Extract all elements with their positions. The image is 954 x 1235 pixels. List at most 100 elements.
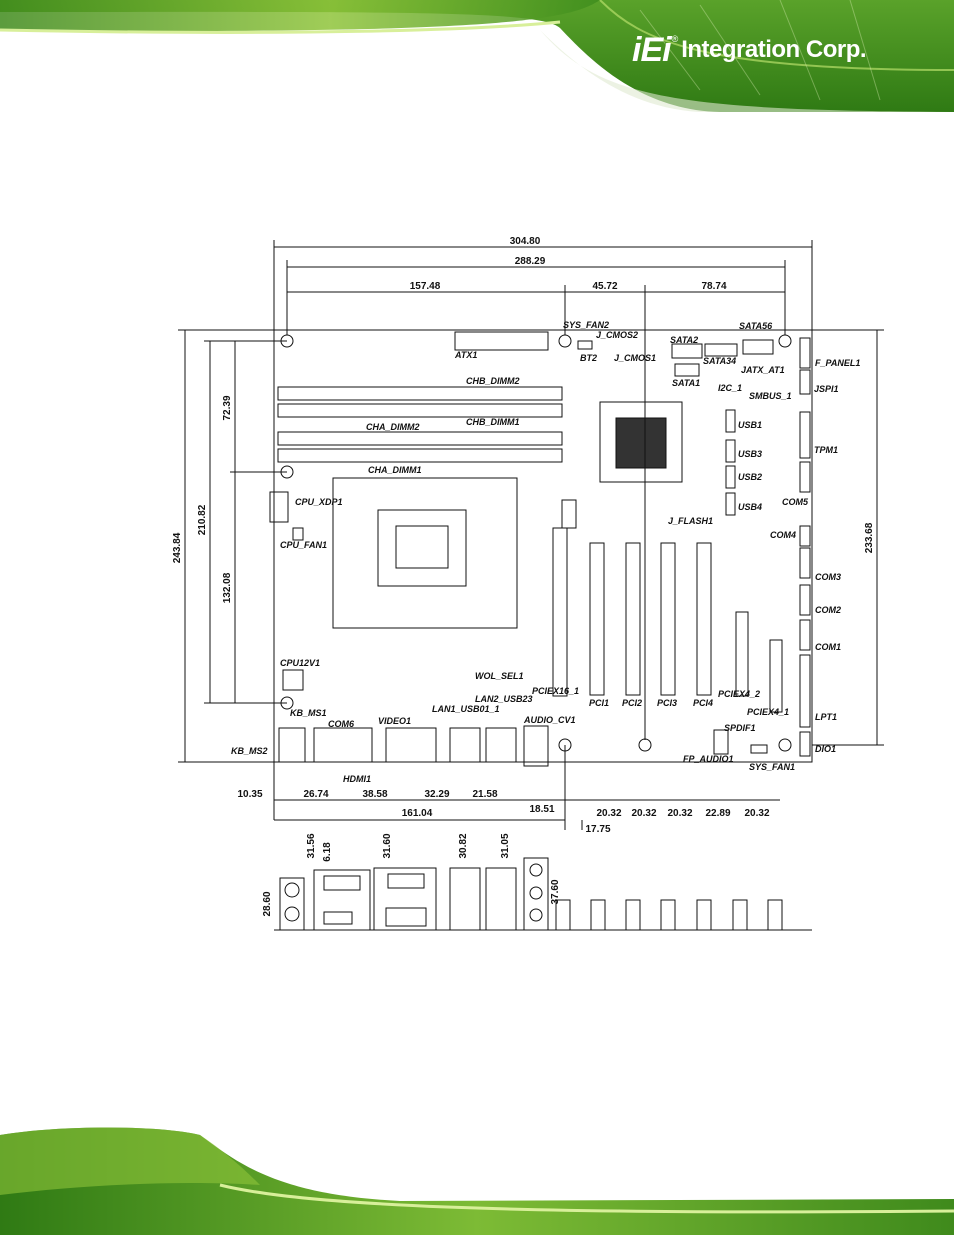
dim-text: 20.32: [631, 808, 656, 819]
dim-text: 304.80: [510, 236, 541, 247]
dim-text: 10.35: [237, 789, 262, 800]
label-j-cmos2: J_CMOS2: [596, 330, 638, 340]
label-usb4: USB4: [738, 502, 762, 512]
label-com3: COM3: [815, 572, 841, 582]
jspi-header: [799, 369, 811, 395]
label-video1: VIDEO1: [378, 716, 411, 726]
sata-connector: [742, 339, 774, 355]
pci-slot: [589, 542, 605, 696]
usb-header: [725, 409, 736, 433]
dim-text: 157.48: [410, 281, 441, 292]
lpt-header: [799, 654, 811, 728]
cpu-xdp-connector: [269, 491, 289, 523]
label-pci3: PCI3: [657, 698, 677, 708]
label-sata34: SATA34: [703, 356, 736, 366]
usb-header: [725, 439, 736, 463]
cpu-socket-frame: [332, 477, 518, 629]
label-sata2: SATA2: [670, 335, 698, 345]
chipset-heatsink: [599, 401, 683, 483]
label-cpu-fan1: CPU_FAN1: [280, 540, 327, 550]
dim-text: 21.58: [472, 789, 497, 800]
label-com2: COM2: [815, 605, 841, 615]
dim-text: 20.32: [596, 808, 621, 819]
dim-text: 20.32: [667, 808, 692, 819]
cpu-socket: [377, 509, 467, 587]
dimension-lines: [178, 240, 884, 830]
label-sata56: SATA56: [739, 321, 773, 331]
dim-text: 28.60: [262, 891, 273, 916]
label-sata1: SATA1: [672, 378, 700, 388]
com5-header: [799, 461, 811, 493]
label-fp-audio1: FP_AUDIO1: [683, 754, 734, 764]
pciex16-latch: [561, 499, 577, 529]
audio-port: [523, 725, 549, 767]
label-com5: COM5: [782, 497, 809, 507]
label-pciex4-1: PCIEX4_1: [747, 707, 789, 717]
sys-fan2-header: [577, 340, 593, 350]
label-chb-dimm2: CHB_DIMM2: [466, 376, 520, 386]
mounting-hole: [778, 334, 792, 348]
dim-text: 18.51: [529, 804, 554, 815]
label-cpu12v1: CPU12V1: [280, 658, 320, 668]
dim-text: 38.58: [362, 789, 387, 800]
pci-slot: [660, 542, 676, 696]
label-spdif1: SPDIF1: [724, 723, 756, 733]
dio-header: [799, 731, 811, 757]
cpu12v-connector: [282, 669, 304, 691]
label-sys-fan2: SYS_FAN2: [563, 320, 609, 330]
pciex16-slot: [552, 527, 568, 697]
dim-text: 233.68: [864, 522, 875, 553]
f-panel-header: [799, 337, 811, 369]
label-dio1: DIO1: [815, 744, 836, 754]
cpu-fan-header: [292, 527, 304, 541]
label-smbus-1: SMBUS_1: [749, 391, 792, 401]
com4-header: [799, 525, 811, 547]
pci-slot: [625, 542, 641, 696]
mounting-hole: [638, 738, 652, 752]
dim-text: 78.74: [701, 281, 726, 292]
com3-header: [799, 547, 811, 579]
label-pciex16-1: PCIEX16_1: [532, 686, 579, 696]
label-pci2: PCI2: [622, 698, 642, 708]
usb-header: [725, 492, 736, 516]
label-wol-sel1: WOL_SEL1: [475, 671, 524, 681]
label-audio-cv1: AUDIO_CV1: [523, 715, 576, 725]
label-cha-dimm1: CHA_DIMM1: [368, 465, 422, 475]
label-pci4: PCI4: [693, 698, 713, 708]
dim-text: 17.75: [585, 824, 610, 835]
dim-text: 132.08: [222, 572, 233, 603]
dim-text: 210.82: [197, 504, 208, 535]
label-usb3: USB3: [738, 449, 762, 459]
usb-header: [725, 465, 736, 489]
sata-connector: [704, 343, 738, 357]
lan1-usb-port: [449, 727, 481, 763]
pci-slot: [696, 542, 712, 696]
dimm-slot: [277, 386, 563, 401]
dim-text: 288.29: [515, 256, 546, 267]
label-hdmi1: HDMI1: [343, 774, 371, 784]
board-outline: [273, 329, 813, 763]
label-usb1: USB1: [738, 420, 762, 430]
com2-header: [799, 584, 811, 616]
rear-io-profile: [274, 857, 812, 931]
dim-text: 26.74: [303, 789, 328, 800]
pciex4-slot: [735, 611, 749, 697]
label-jatx-at1: JATX_AT1: [741, 365, 785, 375]
dim-text: 32.29: [424, 789, 449, 800]
label-com4: COM4: [770, 530, 796, 540]
dimm-slot: [277, 403, 563, 418]
com1-header: [799, 619, 811, 651]
fp-audio-header: [713, 729, 729, 755]
com6-hdmi-port: [313, 727, 373, 763]
dim-text: 31.05: [500, 833, 511, 858]
dim-text: 37.60: [550, 879, 561, 904]
label-kb-ms2: KB_MS2: [231, 746, 268, 756]
label-i2c-1: I2C_1: [718, 383, 742, 393]
label-pci1: PCI1: [589, 698, 609, 708]
mounting-hole: [778, 738, 792, 752]
label-com1: COM1: [815, 642, 841, 652]
dim-text: 31.56: [306, 833, 317, 858]
label-pciex4-2: PCIEX4_2: [718, 689, 760, 699]
logo-mark: iEi: [632, 30, 672, 69]
dim-text: 243.84: [172, 532, 183, 563]
